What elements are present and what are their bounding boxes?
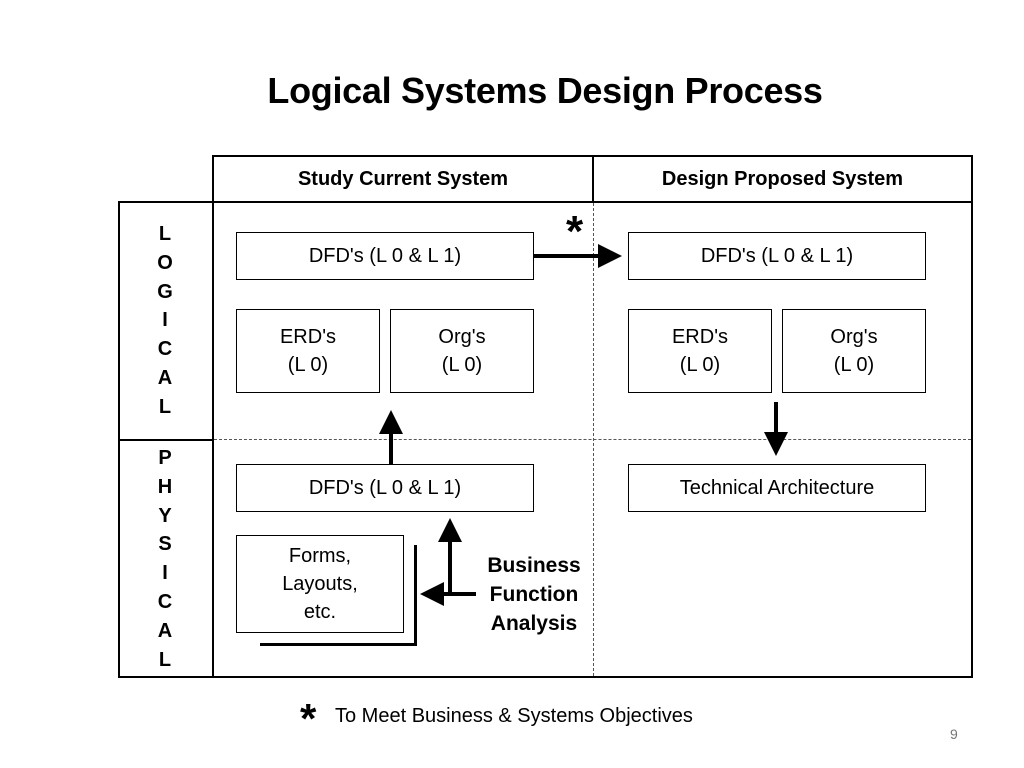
row-label-letter: I [162, 309, 168, 332]
box-proposed-physical-tech: Technical Architecture [628, 464, 926, 512]
column-header-proposed: Design Proposed System [661, 168, 904, 190]
box-proposed-logical-org: Org's (L 0) [782, 309, 926, 393]
box-current-logical-erd: ERD's (L 0) [236, 309, 380, 393]
grid-line [592, 155, 594, 202]
grid-line [212, 155, 214, 678]
box-current-logical-org: Org's (L 0) [390, 309, 534, 393]
column-divider [593, 203, 594, 676]
column-header-current: Study Current System [297, 168, 509, 190]
business-function-analysis-label: Business Function Analysis [487, 554, 581, 635]
row-label-letter: L [158, 223, 172, 245]
grid-line [118, 439, 213, 441]
asterisk-mark: * [566, 207, 584, 256]
row-label-letter: L [158, 648, 172, 671]
row-label-letter: C [157, 338, 173, 361]
grid-line [118, 201, 973, 203]
box-current-physical-dfd: DFD's (L 0 & L 1) [236, 464, 534, 512]
row-label-letter: S [158, 533, 172, 556]
row-label-letter: A [157, 619, 173, 642]
grid-line [118, 676, 973, 678]
footnote-text: To Meet Business & Systems Objectives [335, 705, 693, 727]
box-proposed-logical-dfd: DFD's (L 0 & L 1) [628, 232, 926, 280]
row-label-letter: H [157, 475, 173, 498]
row-label-letter: P [158, 447, 172, 469]
stacked-page-shadow [260, 545, 417, 646]
box-current-physical-forms: Forms, Layouts, etc. [236, 535, 404, 633]
row-label-letter: O [157, 251, 173, 274]
row-divider [214, 439, 971, 440]
box-proposed-logical-erd: ERD's (L 0) [628, 309, 772, 393]
row-label-letter: G [157, 280, 173, 303]
slide-title: Logical Systems Design Process [267, 70, 823, 111]
box-current-logical-dfd: DFD's (L 0 & L 1) [236, 232, 534, 280]
row-label-letter: C [157, 590, 173, 613]
row-label-letter: Y [158, 504, 172, 527]
row-label-letter: L [158, 395, 172, 418]
footnote-asterisk: * [300, 695, 317, 742]
page-number: 9 [950, 726, 958, 742]
row-label-letter: I [162, 562, 168, 585]
grid-line [971, 155, 973, 678]
row-label-letter: A [157, 366, 173, 389]
